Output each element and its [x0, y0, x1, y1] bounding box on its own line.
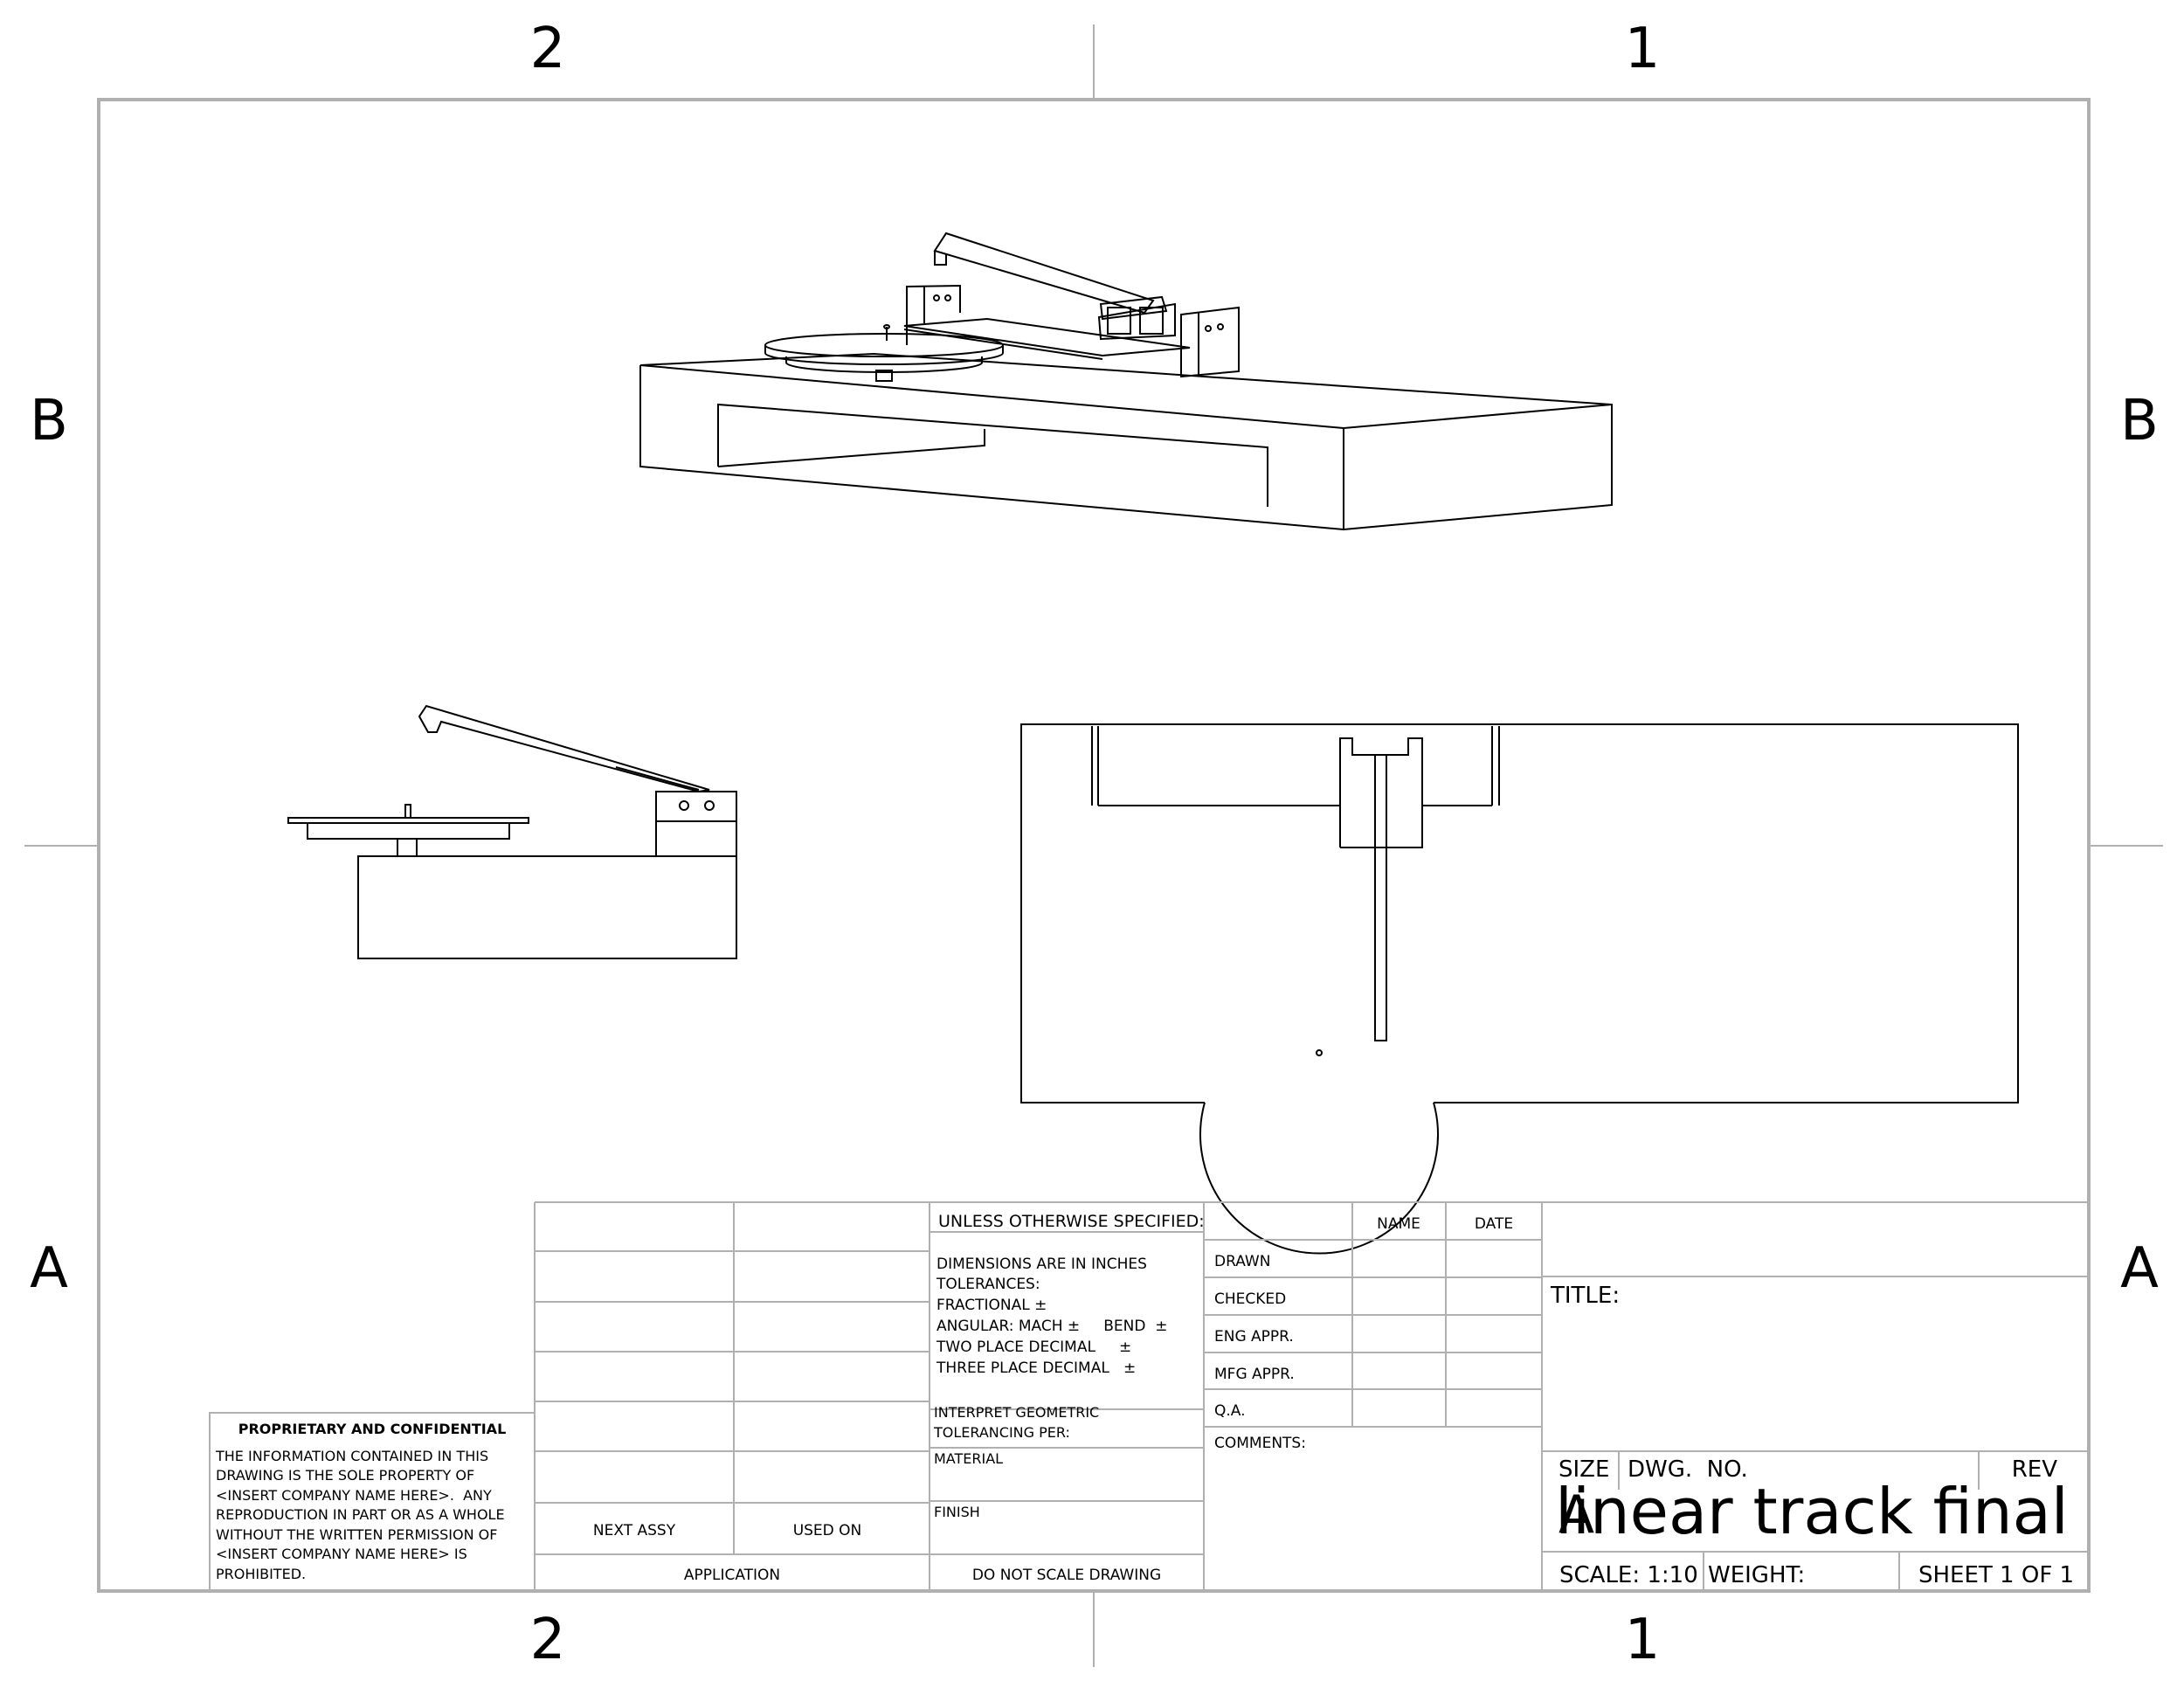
interpret-line-2: TOLERANCING PER:: [933, 1424, 1070, 1441]
proprietary-line-1: THE INFORMATION CONTAINED IN THIS: [215, 1448, 488, 1464]
proprietary-line-6: <INSERT COMPANY NAME HERE> IS: [216, 1546, 467, 1562]
front-view: [287, 704, 737, 959]
size-label: SIZE: [1559, 1456, 1609, 1483]
next-assy-label: NEXT ASSY: [593, 1522, 676, 1539]
proprietary-line-5: WITHOUT THE WRITTEN PERMISSION OF: [216, 1526, 497, 1543]
track-base-iso: [639, 352, 1613, 531]
size-value: A: [1559, 1484, 1594, 1546]
turntable-front: [287, 804, 529, 857]
zone-row-right-B: B: [2120, 389, 2159, 453]
tolerance-line-6: THREE PLACE DECIMAL ±: [936, 1359, 1136, 1377]
comments-label: COMMENTS:: [1214, 1435, 1306, 1452]
top-view: [1020, 723, 2019, 1255]
zone-labels: 2 1 2 1 B A B A: [30, 17, 2159, 1672]
linear-rail-iso: [903, 317, 1191, 360]
tolerance-line-5: TWO PLACE DECIMAL ±: [936, 1339, 1131, 1356]
qa-label: Q.A.: [1214, 1402, 1246, 1420]
proprietary-notice: PROPRIETARY AND CONFIDENTIAL THE INFORMA…: [215, 1421, 506, 1582]
zone-row-left-A: A: [30, 1236, 68, 1301]
checked-label: CHECKED: [1214, 1290, 1286, 1308]
turntable-platter-top: [1199, 1102, 1439, 1255]
sheet-label: SHEET 1 OF 1: [1918, 1562, 2074, 1588]
weight-label: WEIGHT:: [1708, 1562, 1805, 1588]
base-front: [357, 855, 737, 959]
rev-label: REV: [2012, 1456, 2057, 1483]
date-column-header: DATE: [1475, 1215, 1513, 1233]
drawing-number: linear track final: [1555, 1475, 2069, 1548]
tolerance-line-2: TOLERANCES:: [936, 1276, 1040, 1293]
isometric-view: [639, 232, 1613, 531]
proprietary-line-2: DRAWING IS THE SOLE PROPERTY OF: [216, 1467, 474, 1484]
title-block-text: UNLESS OTHERWISE SPECIFIED: DIMENSIONS A…: [593, 1212, 2074, 1588]
zone-col-top-2: 2: [530, 17, 566, 81]
zone-col-bottom-1: 1: [1625, 1608, 1661, 1672]
mfg-appr-label: MFG APPR.: [1214, 1366, 1295, 1383]
scale-label: SCALE: 1:10: [1559, 1562, 1698, 1588]
zone-row-left-B: B: [30, 389, 68, 453]
right-bracket-iso: [1180, 306, 1240, 378]
bracket-front: [655, 791, 737, 857]
left-bracket-iso: [906, 284, 961, 345]
turntable-iso: [764, 324, 1004, 382]
proprietary-line-4: REPRODUCTION IN PART OR AS A WHOLE: [216, 1506, 505, 1523]
carriage-top: [1339, 737, 1423, 848]
bracket-left-top: [1091, 726, 1340, 806]
interpret-line-1: INTERPRET GEOMETRIC: [934, 1404, 1099, 1421]
drawn-label: DRAWN: [1214, 1253, 1270, 1270]
sheet-border: [24, 24, 2163, 1667]
base-outline-top: [1020, 723, 2019, 1103]
used-on-label: USED ON: [793, 1522, 862, 1539]
tolerance-line-4: ANGULAR: MACH ± BEND ±: [936, 1318, 1167, 1335]
zone-col-top-1: 1: [1625, 17, 1661, 81]
eng-appr-label: ENG APPR.: [1214, 1328, 1294, 1346]
application-label: APPLICATION: [684, 1567, 780, 1584]
title-block-grid: [209, 1201, 2089, 1592]
zone-col-bottom-2: 2: [530, 1608, 566, 1672]
tolerance-line-3: FRACTIONAL ±: [936, 1297, 1047, 1314]
tonearm-iso: [933, 232, 1176, 341]
proprietary-heading: PROPRIETARY AND CONFIDENTIAL: [238, 1421, 507, 1437]
zone-row-right-A: A: [2120, 1236, 2159, 1301]
proprietary-line-7: PROHIBITED.: [216, 1566, 306, 1582]
material-label: MATERIAL: [934, 1450, 1003, 1467]
do-not-scale-label: DO NOT SCALE DRAWING: [972, 1567, 1161, 1584]
proprietary-line-3: <INSERT COMPANY NAME HERE>. ANY: [216, 1487, 492, 1504]
unless-specified-label: UNLESS OTHERWISE SPECIFIED:: [938, 1212, 1205, 1231]
tonearm-top: [1374, 754, 1387, 1041]
bracket-right-top: [1422, 726, 1500, 806]
tolerance-line-1: DIMENSIONS ARE IN INCHES: [936, 1256, 1147, 1273]
tonearm-front: [418, 704, 710, 793]
finish-label: FINISH: [934, 1504, 980, 1520]
title-label: TITLE:: [1550, 1283, 1620, 1309]
dwg-no-label: DWG. NO.: [1628, 1456, 1748, 1483]
name-column-header: NAME: [1377, 1215, 1420, 1233]
